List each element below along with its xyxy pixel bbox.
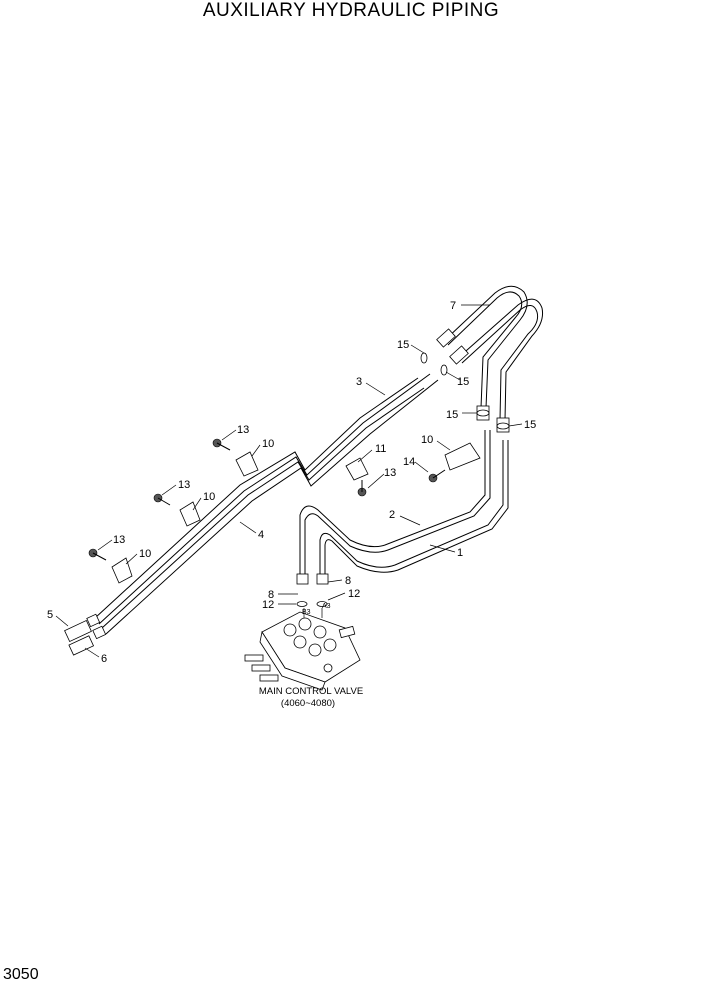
callout-15-c: 15 <box>446 409 458 421</box>
callout-3: 3 <box>356 376 362 388</box>
callout-7: 7 <box>450 300 456 312</box>
main-control-valve <box>244 608 361 691</box>
callout-4: 4 <box>258 529 264 541</box>
callout-10-b: 10 <box>203 491 215 503</box>
callout-12-b: 12 <box>348 588 360 600</box>
callout-13-d: 13 <box>384 467 396 479</box>
pipe-1-2 <box>296 430 509 585</box>
callout-15-a: 15 <box>397 339 409 351</box>
port-b3-label: B3 <box>302 609 311 616</box>
callout-8-a: 8 <box>268 589 274 601</box>
leader-lines <box>55 304 523 658</box>
callout-15-b: 15 <box>457 376 469 388</box>
coupler-5-6 <box>64 613 107 656</box>
valve-label: MAIN CONTROL VALVE <box>259 686 363 697</box>
callout-13-a: 13 <box>237 424 249 436</box>
callout-15-d: 15 <box>524 419 536 431</box>
pipe-3-4 <box>94 373 439 635</box>
callout-2: 2 <box>389 509 395 521</box>
page-number: 3050 <box>3 966 39 983</box>
callout-13-b: 13 <box>178 479 190 491</box>
valve-model-label: (4060~4080) <box>281 698 335 709</box>
callout-12-a: 12 <box>262 599 274 611</box>
callout-10-d: 10 <box>421 434 433 446</box>
callout-13-c: 13 <box>113 534 125 546</box>
o-rings <box>296 352 510 607</box>
page-title: AUXILIARY HYDRAULIC PIPING <box>202 0 500 21</box>
callout-6: 6 <box>101 653 107 665</box>
callout-1: 1 <box>457 547 463 559</box>
callout-8-b: 8 <box>345 575 351 587</box>
callout-5: 5 <box>47 609 53 621</box>
callout-11: 11 <box>375 443 386 455</box>
callout-14: 14 <box>403 456 415 468</box>
callout-10-a: 10 <box>262 438 274 450</box>
callout-10-c: 10 <box>139 548 151 560</box>
callout-labels: 7 15 15 3 15 15 10 11 13 14 2 1 4 13 10 … <box>47 300 536 709</box>
clamps-and-bolts <box>88 438 481 584</box>
port-a3-label: A3 <box>322 603 331 610</box>
